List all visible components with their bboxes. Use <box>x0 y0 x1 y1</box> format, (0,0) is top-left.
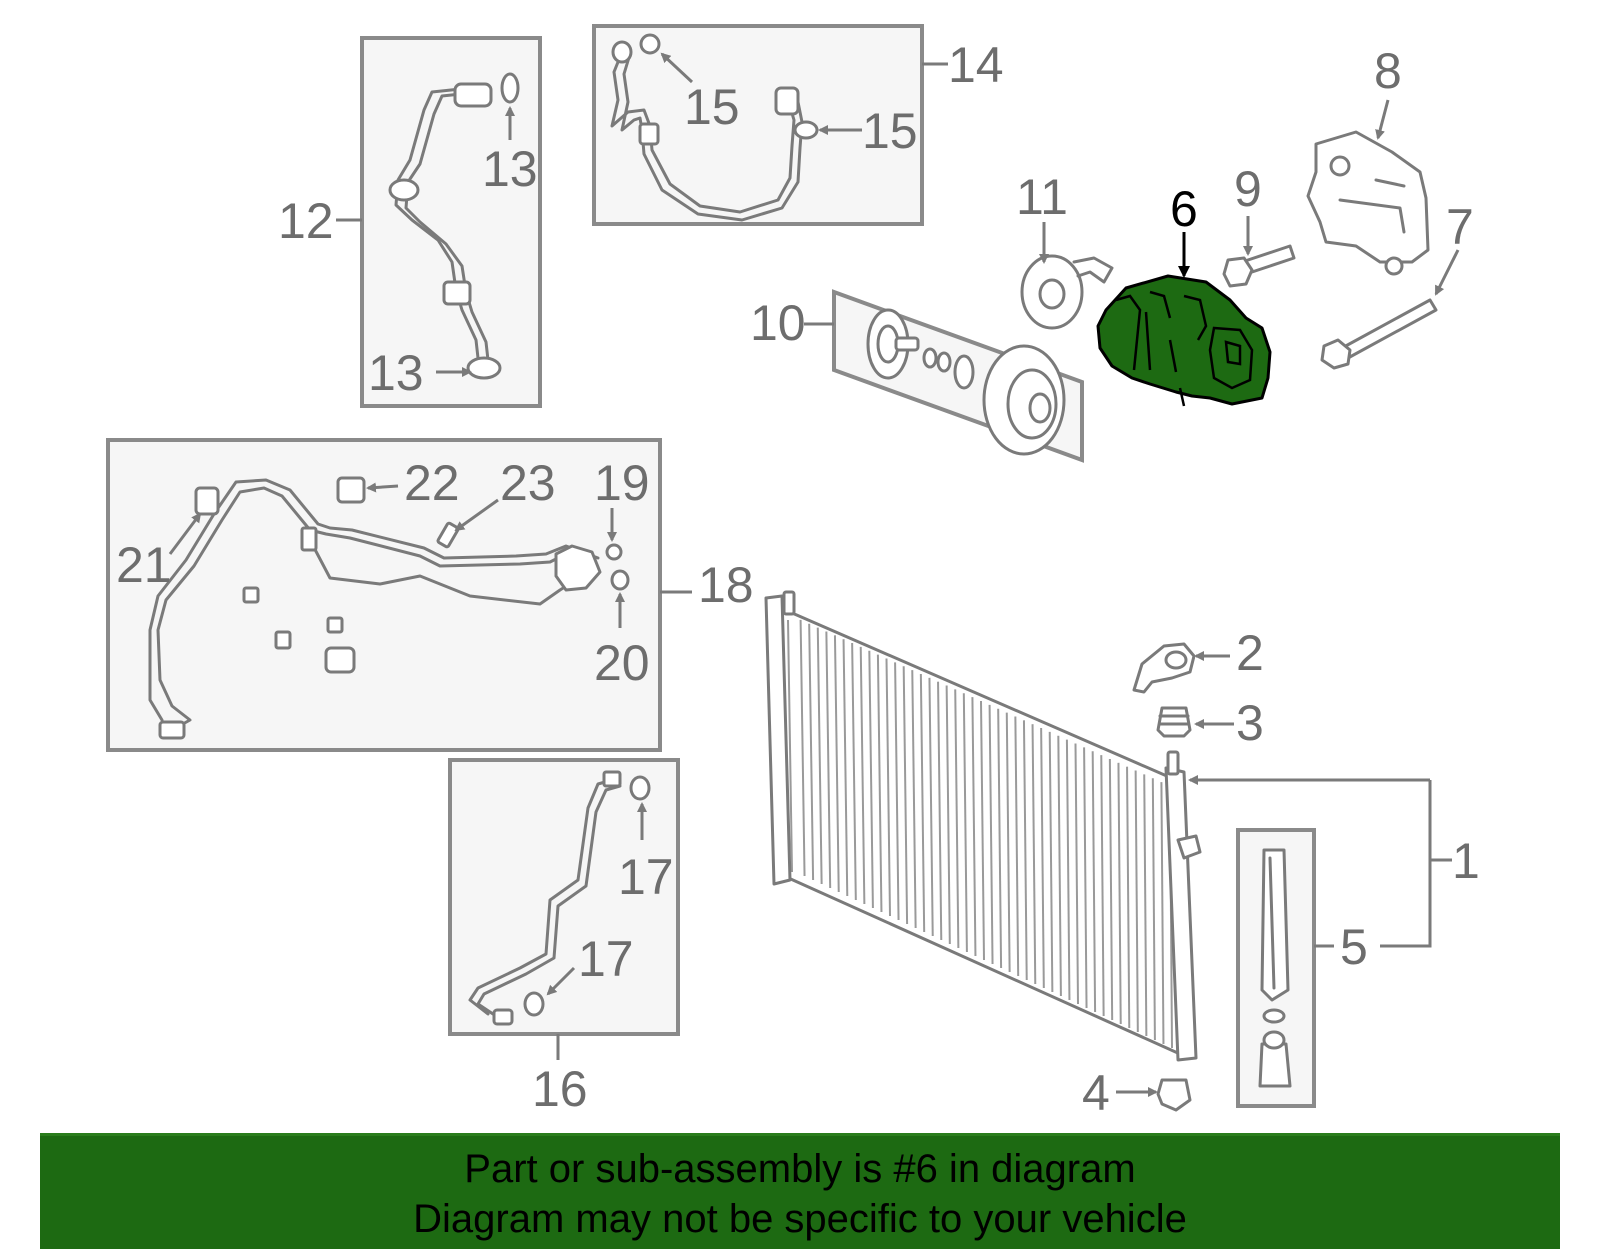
receiver-dryer-5[interactable] <box>1236 828 1334 1108</box>
condenser-fin <box>1126 766 1131 1029</box>
callout-17b: 17 <box>578 931 634 987</box>
bracket-2[interactable] <box>1132 642 1230 694</box>
condenser-fin <box>928 677 934 937</box>
condenser-fin <box>1091 751 1097 1013</box>
callout-13b: 13 <box>368 345 424 401</box>
condenser-fin <box>988 704 994 965</box>
condenser-fin <box>1083 747 1088 1009</box>
condenser-fin <box>1057 735 1062 997</box>
condenser-fin <box>825 631 832 889</box>
condenser-fin <box>911 670 917 929</box>
condenser-fin <box>1143 774 1148 1037</box>
bracket-8[interactable] <box>1306 99 1430 276</box>
compressor-6-highlighted[interactable] <box>1096 232 1272 407</box>
pipe-assembly-16[interactable] <box>448 758 680 1060</box>
condenser-fin <box>1100 755 1105 1017</box>
condenser-fin <box>962 693 968 953</box>
info-banner: Part or sub-assembly is #6 in diagram Di… <box>40 1133 1560 1249</box>
condenser-fin <box>833 635 840 893</box>
callout-19: 19 <box>594 455 650 511</box>
condenser-fin <box>894 662 900 921</box>
condenser-fin <box>842 639 849 897</box>
condenser-fin <box>1117 762 1122 1025</box>
callout-15b: 15 <box>862 103 918 159</box>
callout-1: 1 <box>1452 833 1480 889</box>
condenser-fin <box>1014 716 1020 977</box>
callout-14: 14 <box>948 37 1004 93</box>
condenser-fin <box>1108 758 1114 1021</box>
callout-6: 6 <box>1170 181 1198 237</box>
condenser-fin <box>1151 778 1156 1041</box>
field-coil-11[interactable] <box>1020 222 1114 330</box>
pipe-assembly-18[interactable] <box>106 438 692 752</box>
condenser-fin <box>919 673 926 933</box>
callout-8: 8 <box>1374 43 1402 99</box>
condenser-fin <box>799 619 806 877</box>
callout-23: 23 <box>500 455 556 511</box>
hose-assembly-14[interactable] <box>592 24 948 226</box>
banner-part-note: Part or sub-assembly is #6 in diagram <box>464 1147 1136 1191</box>
condenser-fin <box>1160 782 1165 1045</box>
condenser-fin <box>1005 712 1011 973</box>
condenser-fin <box>859 646 866 905</box>
callout-labels: 1 2 3 4 5 6 7 8 9 10 11 12 13 13 14 15 1… <box>116 37 1480 1121</box>
condenser-fin <box>945 685 951 945</box>
condenser-fin <box>971 697 977 957</box>
callout-12: 12 <box>278 193 334 249</box>
condenser-fin <box>997 708 1003 969</box>
bolt-9[interactable] <box>1222 216 1296 288</box>
callout-7: 7 <box>1446 199 1474 255</box>
callout-11: 11 <box>1016 169 1068 225</box>
condenser-fin <box>937 681 943 941</box>
callout-13a: 13 <box>482 141 538 197</box>
callout-21: 21 <box>116 537 172 593</box>
hose-assembly-12[interactable] <box>336 36 542 408</box>
callout-15a: 15 <box>684 79 740 135</box>
condenser-fin <box>1022 720 1028 981</box>
condenser-fin <box>868 650 874 909</box>
callout-4: 4 <box>1082 1065 1110 1121</box>
callout-10: 10 <box>750 295 806 351</box>
condenser-fin <box>1040 728 1045 989</box>
callout-18: 18 <box>698 557 754 613</box>
condenser-fin <box>1074 743 1079 1005</box>
callout-2: 2 <box>1236 625 1264 681</box>
banner-disclaimer: Diagram may not be specific to your vehi… <box>413 1197 1187 1241</box>
condenser-fin <box>1134 770 1139 1033</box>
bolt-7[interactable] <box>1320 249 1460 370</box>
condenser-fin <box>980 700 985 961</box>
condenser-fin <box>851 643 857 901</box>
callout-17a: 17 <box>618 849 674 905</box>
condenser-fin <box>876 654 883 913</box>
cushion-3[interactable] <box>1156 706 1234 738</box>
callout-3: 3 <box>1236 695 1264 751</box>
condenser-fin <box>1065 739 1071 1001</box>
callout-22: 22 <box>404 455 460 511</box>
callout-20: 20 <box>594 635 650 691</box>
clutch-assembly-10[interactable] <box>804 289 1084 463</box>
condenser-fin <box>954 689 960 949</box>
condenser-fin <box>1048 731 1054 993</box>
callout-9: 9 <box>1234 161 1262 217</box>
condenser-fin <box>816 627 823 885</box>
condenser-fin <box>808 623 815 881</box>
callout-16: 16 <box>532 1061 588 1117</box>
condenser-fin <box>1031 724 1037 985</box>
condenser-1[interactable] <box>764 590 1452 1062</box>
condenser-fin <box>902 666 909 925</box>
callout-5: 5 <box>1340 919 1368 975</box>
condenser-fin <box>885 658 891 917</box>
cushion-4[interactable] <box>1116 1078 1192 1112</box>
